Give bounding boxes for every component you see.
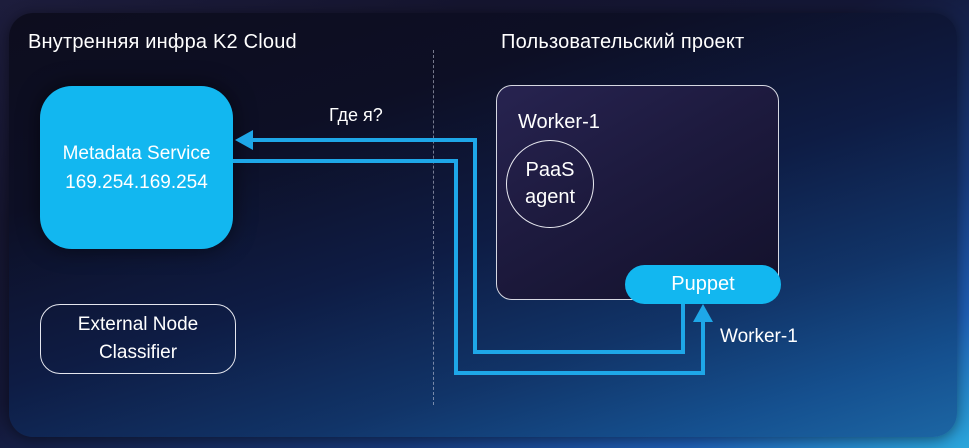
external-node-classifier-node: External Node Classifier [40, 304, 236, 374]
enc-label-line1: External Node [77, 314, 199, 335]
request-arrow-label: Где я? [329, 105, 383, 125]
paas-agent-node: PaaS agent [506, 140, 594, 228]
enc-label-line2: Classifier [98, 342, 178, 363]
worker-node-title: Worker-1 [518, 111, 600, 133]
paas-agent-line1: PaaS [525, 159, 575, 181]
metadata-service-ip: 169.254.169.254 [65, 171, 208, 193]
metadata-service-name: Metadata Service [62, 142, 211, 164]
response-arrow-label: Worker-1 [720, 326, 798, 347]
zone-divider-dashed-line [433, 50, 434, 405]
metadata-service-node: Metadata Service 169.254.169.254 [40, 86, 233, 249]
right-panel-title: Пользовательский проект [501, 31, 745, 53]
paas-agent-line2: agent [524, 186, 576, 208]
left-panel-title: Внутренняя инфра K2 Cloud [28, 31, 297, 53]
puppet-label: Puppet [671, 273, 735, 295]
puppet-node: Puppet [625, 265, 781, 304]
